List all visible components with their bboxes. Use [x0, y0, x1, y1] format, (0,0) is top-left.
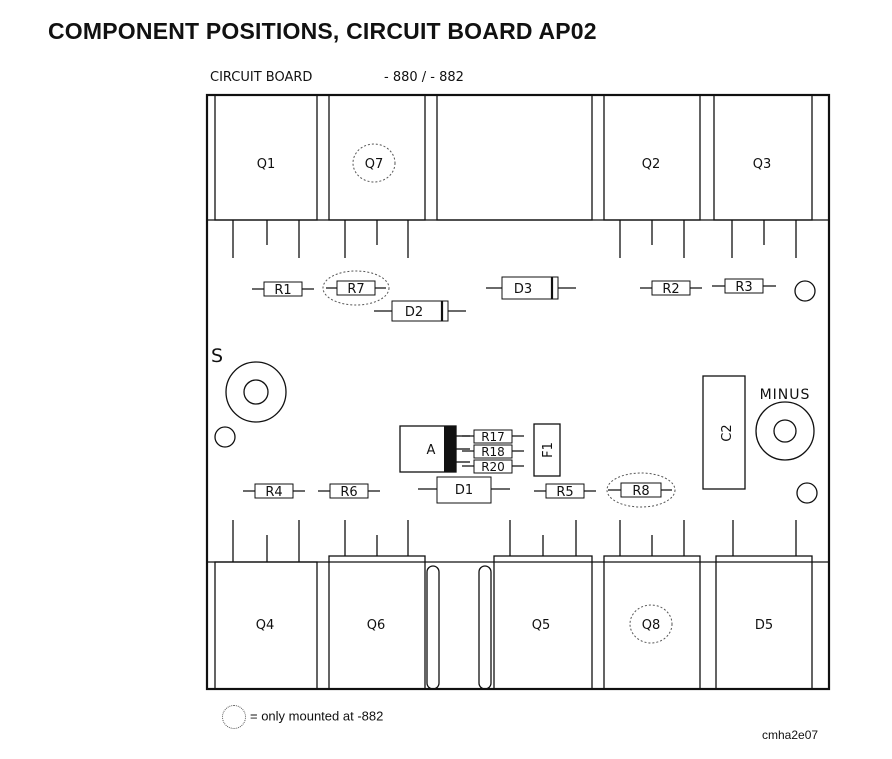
- label-q1: Q1: [257, 157, 276, 172]
- label-r2: R2: [662, 282, 679, 297]
- resistor-r18: [462, 444, 524, 459]
- resistor-r3: [712, 278, 776, 294]
- label-r5: R5: [556, 485, 573, 500]
- label-q4: Q4: [256, 618, 275, 633]
- label-q2: Q2: [642, 157, 661, 172]
- label-c2: C2: [720, 424, 735, 441]
- label-d1: D1: [455, 483, 473, 498]
- label-r17: R17: [481, 430, 505, 444]
- reference-code: cmha2e07: [762, 728, 819, 742]
- resistor-r4: [243, 483, 305, 499]
- board-outline: [205, 93, 831, 691]
- label-minus: MINUS: [760, 387, 811, 403]
- transistor-q7: [328, 94, 426, 258]
- transistor-q4: [214, 520, 318, 690]
- page-title: COMPONENT POSITIONS, CIRCUIT BOARD AP02: [48, 18, 597, 44]
- label-r20: R20: [481, 460, 505, 474]
- mount-hole-left: [214, 426, 236, 448]
- capacitor-c2: [702, 375, 746, 490]
- resistor-r1: [252, 281, 314, 297]
- transistor-q2: [603, 94, 701, 258]
- label-r18: R18: [481, 445, 505, 459]
- label-q5: Q5: [532, 618, 551, 633]
- legend: = only mounted at -882: [222, 705, 383, 729]
- terminal-s: [225, 361, 287, 423]
- label-d3: D3: [514, 282, 532, 297]
- component-a: [399, 425, 470, 473]
- label-q6: Q6: [367, 618, 386, 633]
- label-f1: F1: [541, 442, 556, 458]
- label-r8: R8: [632, 484, 649, 499]
- label-q3: Q3: [753, 157, 772, 172]
- resistor-r5: [534, 483, 596, 499]
- label-r4: R4: [265, 485, 282, 500]
- fuse-f1: [533, 423, 561, 477]
- resistor-r6: [318, 483, 380, 499]
- label-r7: R7: [347, 282, 364, 297]
- resistor-r17: [462, 429, 524, 444]
- resistor-r8: [606, 472, 676, 508]
- transistor-q3: [713, 94, 813, 258]
- label-s: S: [211, 345, 223, 367]
- transistor-q5: [493, 520, 593, 690]
- transistor-q6: [328, 520, 426, 690]
- diode-d2: [374, 300, 466, 322]
- transistor-q8: [603, 520, 701, 690]
- legend-dotted-circle: [222, 705, 246, 729]
- mount-hole-top-right: [794, 280, 816, 302]
- board-label: CIRCUIT BOARD: [210, 70, 313, 85]
- label-q8: Q8: [642, 618, 661, 633]
- legend-text: = only mounted at -882: [250, 708, 384, 724]
- resistor-r2: [640, 280, 702, 296]
- resistor-r7: [322, 270, 390, 306]
- transistor-q1: [214, 94, 318, 258]
- variant-label: - 880 / - 882: [384, 70, 464, 85]
- resistor-r20: [462, 459, 524, 474]
- label-d2: D2: [405, 305, 423, 320]
- mount-hole-bottom-right: [796, 482, 818, 504]
- label-r1: R1: [274, 283, 291, 298]
- label-a: A: [427, 443, 436, 458]
- heatsink-top-center: [436, 94, 593, 221]
- label-q7: Q7: [365, 157, 384, 172]
- label-r6: R6: [340, 485, 357, 500]
- label-r3: R3: [735, 280, 752, 295]
- diode-d5: [715, 520, 813, 690]
- diode-d3: [486, 276, 576, 300]
- heatsink-slot-1: [426, 565, 440, 690]
- terminal-minus: [755, 401, 815, 461]
- heatsink-slot-2: [478, 565, 492, 690]
- diode-d1: [418, 476, 510, 504]
- label-d5: D5: [755, 618, 773, 633]
